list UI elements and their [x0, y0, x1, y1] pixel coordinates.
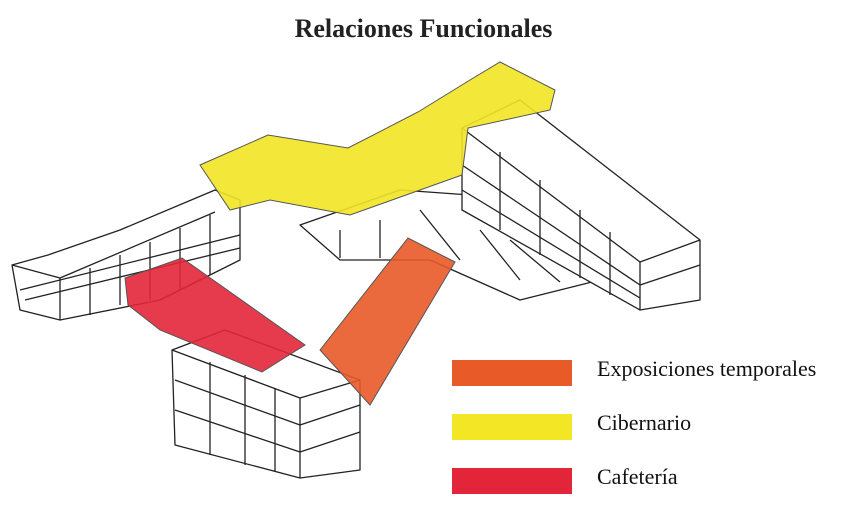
- exposiciones-zone: [319, 237, 456, 406]
- front-left-block: [171, 329, 361, 479]
- legend-item-cibernario: Cibernario: [452, 410, 842, 464]
- legend-label-cafeteria: Cafetería: [597, 464, 678, 489]
- legend-swatch-cibernario: [452, 414, 572, 440]
- legend-item-exposiciones: Exposiciones temporales: [452, 356, 842, 410]
- legend-label-cibernario: Cibernario: [597, 410, 692, 435]
- legend-label-exposiciones: Exposiciones temporales: [597, 356, 817, 381]
- cafeteria-zone: [124, 257, 306, 373]
- cibernario-zone: [199, 61, 556, 216]
- right-wing-building: [461, 99, 701, 311]
- legend: Exposiciones temporales Cibernario Cafet…: [452, 356, 842, 518]
- legend-swatch-cafeteria: [452, 468, 572, 494]
- legend-item-cafeteria: Cafetería: [452, 464, 842, 518]
- diagram-title: Relaciones Funcionales: [294, 14, 553, 43]
- legend-swatch-exposiciones: [452, 360, 572, 386]
- building-axonometric-drawing: [11, 61, 701, 479]
